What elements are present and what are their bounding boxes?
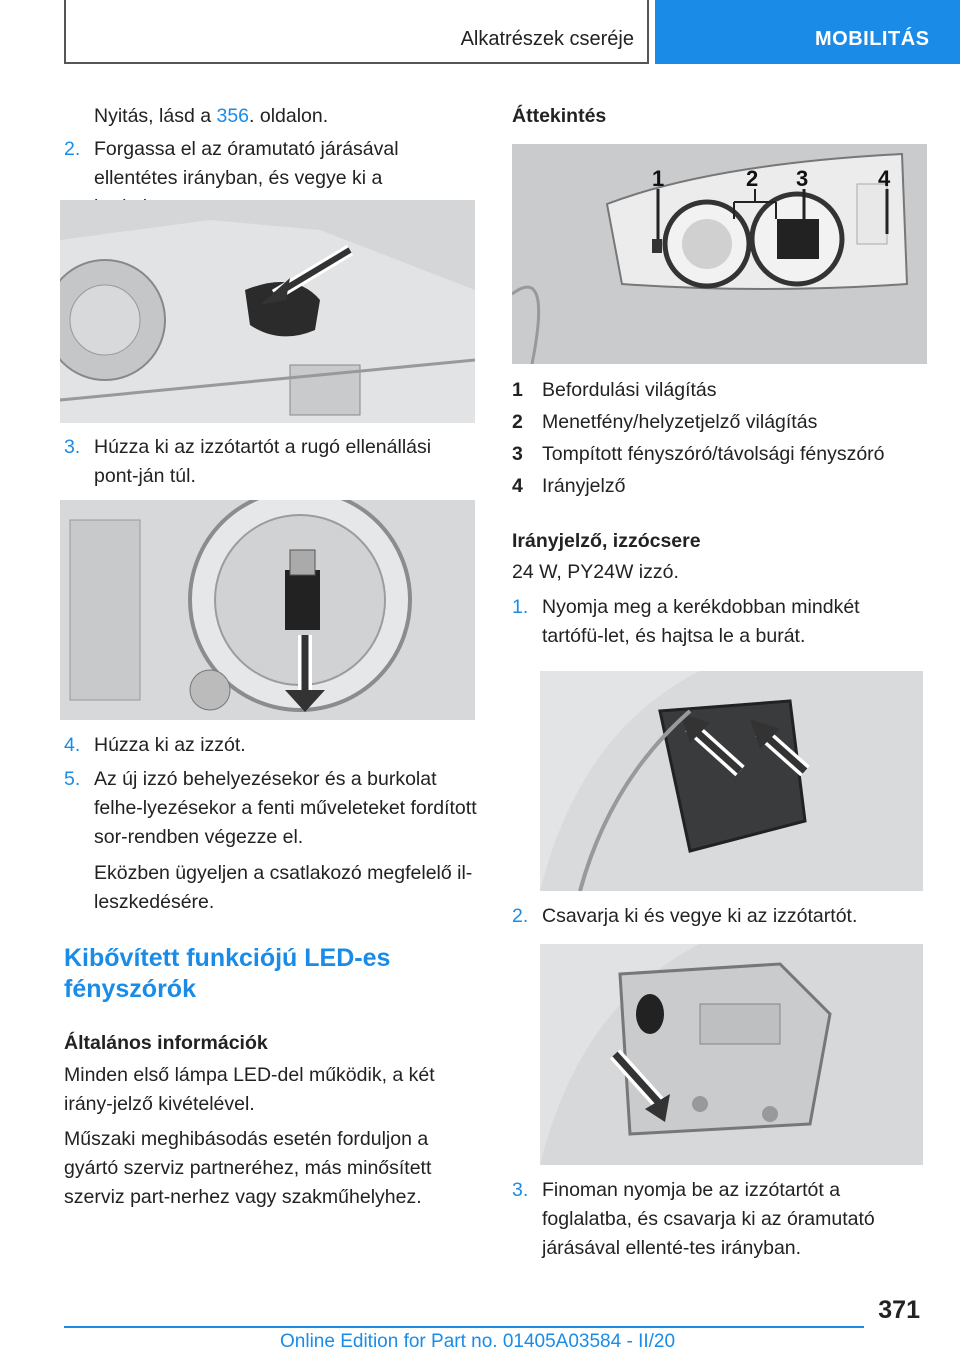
overview-title: Áttekintés <box>512 105 607 127</box>
cover-removal-illustration <box>60 200 475 423</box>
chapter-tab-label: MOBILITÁS <box>815 28 930 50</box>
left-steps-3: 3. Húzza ki az izzótartót a rugó ellenál… <box>64 433 478 491</box>
callout-4: 4 <box>878 166 891 191</box>
page-link[interactable]: 356 <box>216 105 250 127</box>
right-step-3-wrap: 3. Finoman nyomja be az izzótartót a fog… <box>512 1176 924 1263</box>
left-lower: 4. Húzza ki az izzót. 5. Az új izzó behe… <box>64 731 478 1212</box>
general-info-heading: Általános információk <box>64 1032 268 1054</box>
callout-2: 2 <box>746 166 758 191</box>
edition-note: Online Edition for Part no. 01405A03584 … <box>280 1331 676 1352</box>
intro-text: Nyitás, lásd a 356. oldalon. <box>94 105 329 127</box>
right-step-1: 1. Nyomja meg a kerékdobban mindkét tart… <box>512 596 860 647</box>
step-5-note: Eközben ügyeljen a csatlakozó megfelelő … <box>94 862 473 913</box>
overview-title-wrap: Áttekintés <box>512 102 924 131</box>
bulb-holder-illustration <box>60 500 475 720</box>
wheel-arch-cover-illustration <box>540 671 923 891</box>
footer-rule <box>64 1326 864 1328</box>
general-info-p1: Minden első lámpa LED-del működik, a két… <box>64 1064 435 1115</box>
general-info-p2: Műszaki meghibásodás esetén forduljon a … <box>64 1128 432 1208</box>
indicator-holder-illustration <box>540 944 923 1165</box>
header-frame <box>64 0 649 64</box>
right-step-2-wrap: 2. Csavarja ki és vegye ki az izzótartót… <box>512 902 924 931</box>
right-step-2: 2. Csavarja ki és vegye ki az izzótartót… <box>512 905 858 927</box>
section-heading: Kibővített funkciójú LED-es fényszórók <box>64 944 391 1003</box>
step-4: 4. Húzza ki az izzót. <box>64 734 246 756</box>
indicator-heading: Irányjelző, izzócsere <box>512 530 701 552</box>
headlight-overview-illustration: 1 2 3 4 <box>512 144 927 364</box>
right-step-3: 3. Finoman nyomja be az izzótartót a fog… <box>512 1179 875 1259</box>
page-number: 371 <box>878 1296 920 1324</box>
callout-3: 3 <box>796 166 808 191</box>
indicator-subtitle: 24 W, PY24W izzó. <box>512 561 679 583</box>
step-3: 3. Húzza ki az izzótartót a rugó ellenál… <box>64 436 432 487</box>
chapter-tab[interactable]: MOBILITÁS <box>655 0 960 64</box>
section-title: Alkatrészek cseréje <box>460 28 634 50</box>
step-5: 5. Az új izzó behelyezésekor és a burkol… <box>64 768 477 848</box>
callout-1: 1 <box>652 166 664 191</box>
